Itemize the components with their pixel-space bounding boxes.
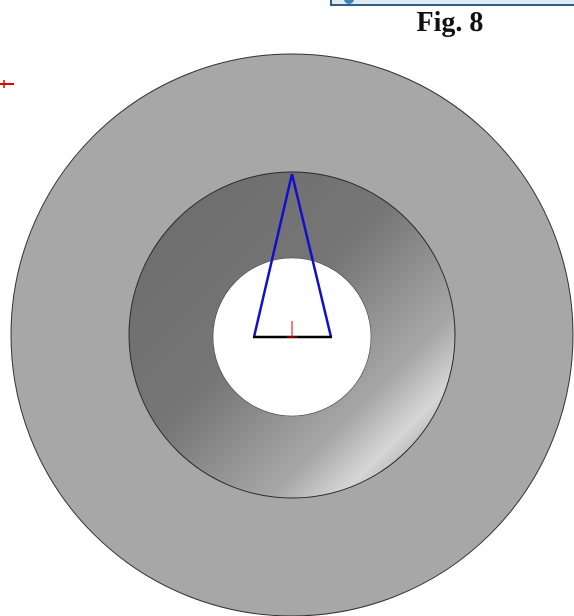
sketch-line-right[interactable] bbox=[290, 173, 333, 338]
circle-icon bbox=[344, 0, 354, 4]
arrow-marker-icon bbox=[0, 80, 14, 88]
header-strip bbox=[330, 0, 574, 6]
sketch-line-left[interactable] bbox=[252, 173, 294, 338]
origin-marker-icon bbox=[287, 321, 297, 338]
figure-caption: Fig. 8 bbox=[416, 7, 484, 38]
